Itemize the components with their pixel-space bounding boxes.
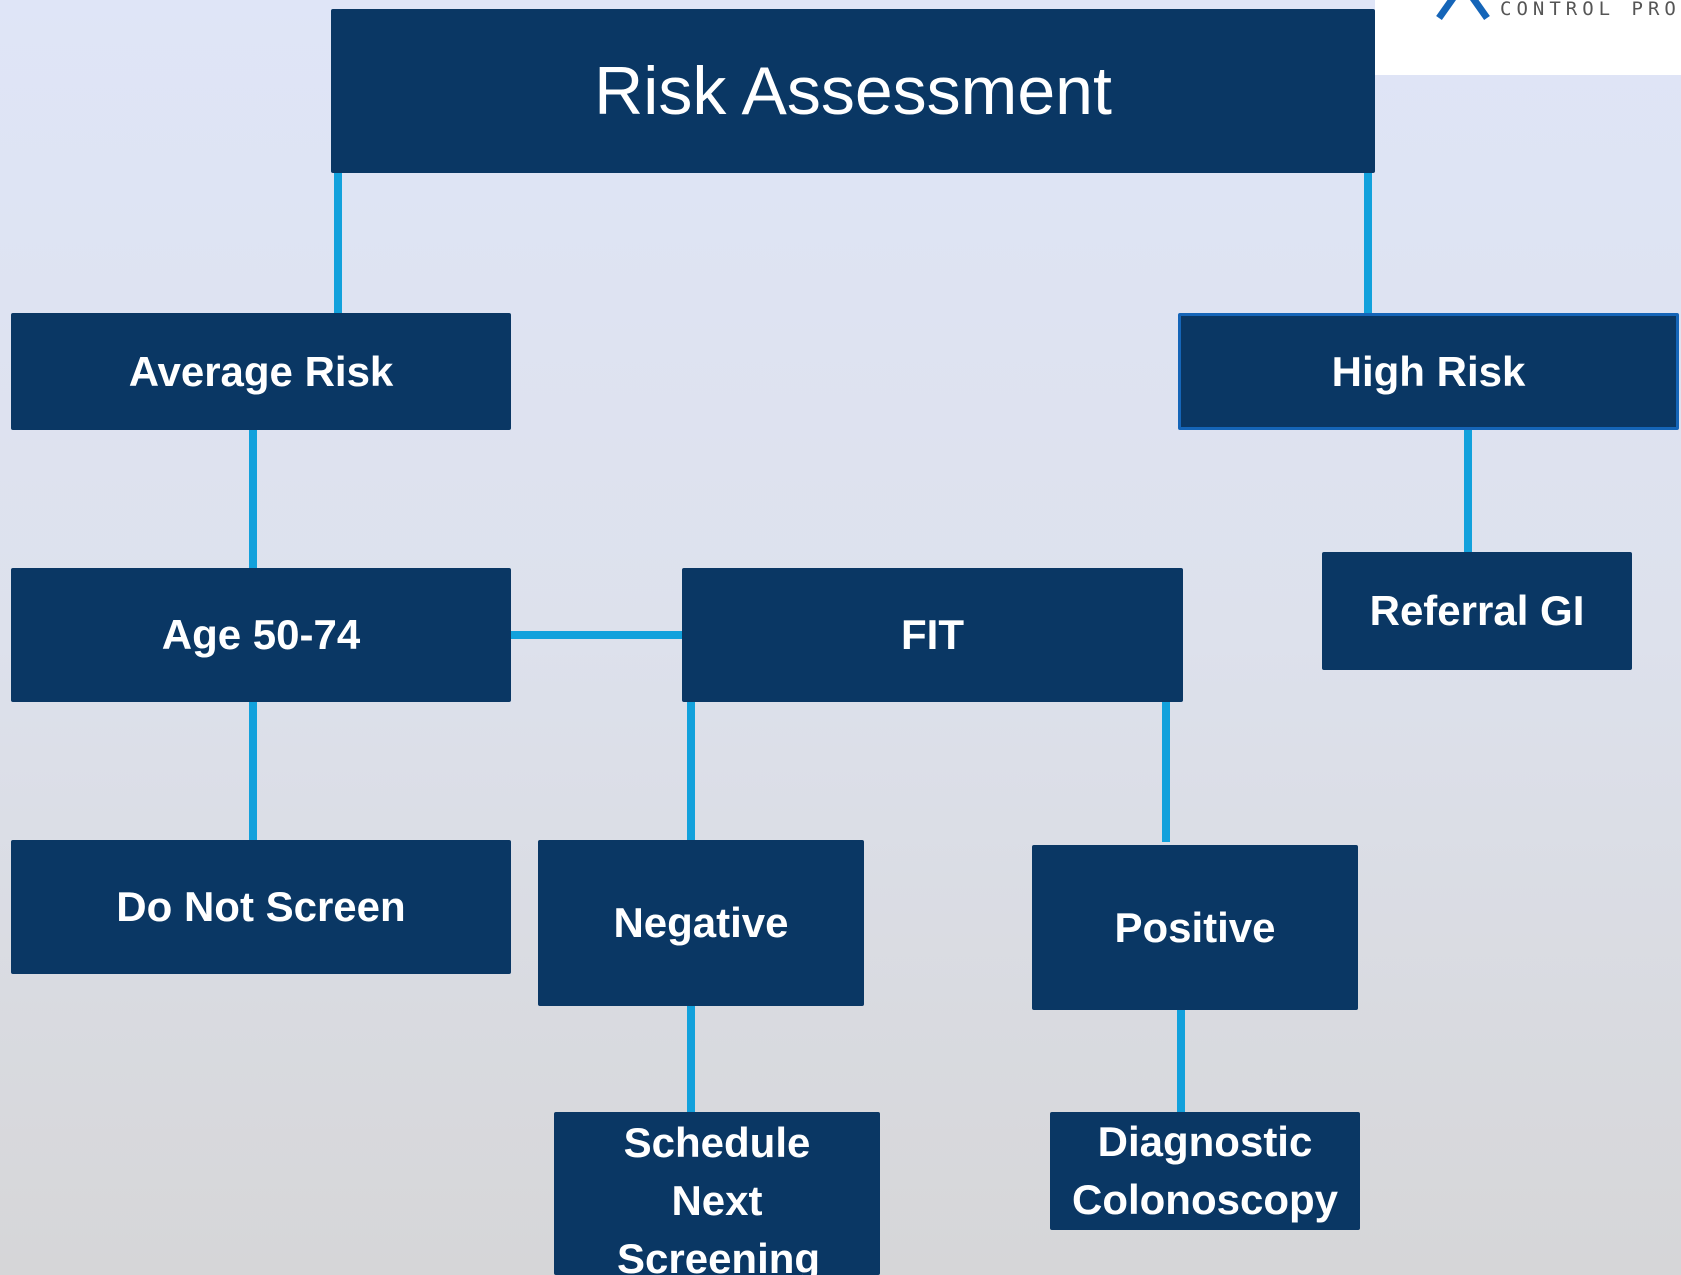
connector-average-to-age (249, 428, 257, 570)
connector-risk-to-average (334, 170, 342, 315)
average-risk-box: Average Risk (11, 313, 511, 430)
fit-label: FIT (901, 611, 964, 658)
do-not-screen-label: Do Not Screen (116, 883, 406, 930)
age-50-74-label: Age 50-74 (161, 611, 361, 658)
negative-box: Negative (538, 840, 864, 1006)
connector-fit-to-positive (1162, 700, 1170, 842)
high-risk-label: High Risk (1331, 347, 1526, 395)
schedule-next-screening-label: Schedule Next Screening (617, 1119, 821, 1275)
age-50-74-box: Age 50-74 (11, 568, 511, 702)
connector-negative-to-schedule (687, 1005, 695, 1116)
diagnostic-colonoscopy-box: Diagnostic Colonoscopy (1050, 1112, 1360, 1230)
positive-box: Positive (1032, 845, 1358, 1010)
diagnostic-colonoscopy-label: Diagnostic Colonoscopy (1071, 1118, 1338, 1223)
high-risk-box: High Risk (1178, 313, 1679, 430)
connector-risk-to-high (1364, 170, 1372, 315)
connector-fit-to-negative (687, 700, 695, 842)
chevron-logo-mark-icon (1436, 0, 1490, 21)
connector-positive-to-diagnostic (1177, 1008, 1185, 1116)
do-not-screen-box: Do Not Screen (11, 840, 511, 974)
average-risk-label: Average Risk (128, 347, 394, 395)
connector-age-to-do-not-screen (249, 700, 257, 842)
risk-assessment-box: Risk Assessment (331, 9, 1375, 173)
schedule-next-screening-box: Schedule Next Screening (554, 1112, 880, 1275)
negative-label: Negative (613, 899, 789, 946)
connector-age-to-fit (510, 631, 685, 639)
positive-label: Positive (1114, 903, 1276, 951)
logo: CONTROL PROGRA (1375, 0, 1681, 75)
connector-high-to-referral (1464, 428, 1472, 570)
risk-assessment-label: Risk Assessment (594, 53, 1112, 129)
fit-box: FIT (682, 568, 1183, 702)
referral-gi-box: Referral GI (1322, 552, 1632, 670)
logo-text: CONTROL PROGRA (1500, 0, 1681, 20)
referral-gi-label: Referral GI (1369, 587, 1585, 634)
